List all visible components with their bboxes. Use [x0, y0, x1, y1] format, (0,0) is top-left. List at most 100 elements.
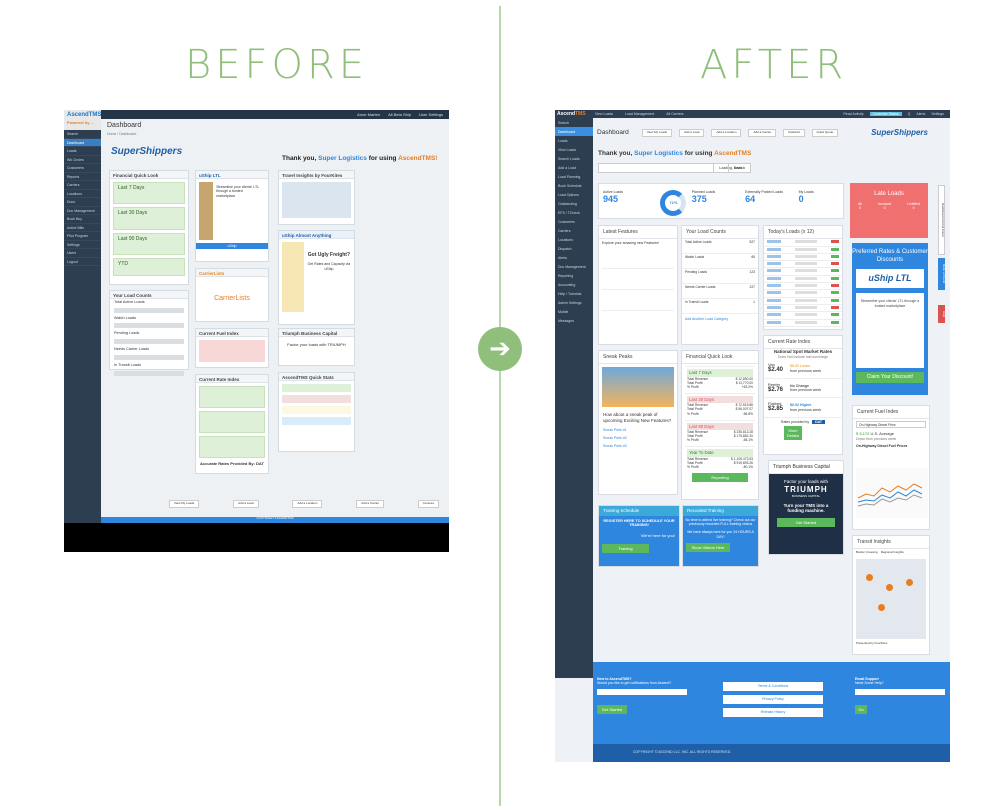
sidebar-item[interactable]: Customers	[558, 219, 575, 224]
user-name[interactable]: Anne Marten	[357, 112, 381, 117]
add-carrier-button[interactable]: Add a Carrier	[748, 129, 777, 137]
sidebar-item[interactable]: Reports	[64, 173, 101, 181]
sidebar-item[interactable]: Loads	[558, 138, 568, 143]
fastadd-button[interactable]: FastAdd	[783, 129, 805, 137]
user-settings-link[interactable]: User Settings	[418, 112, 443, 117]
search-icon[interactable]: Q	[907, 111, 911, 116]
todays-load-row[interactable]	[764, 320, 842, 327]
settings-icon[interactable]: Settings	[931, 111, 944, 116]
load-count-row[interactable]: Pending Loads	[110, 330, 188, 337]
add-category-link[interactable]: Add Another Load Category	[685, 317, 729, 322]
alerts-icon[interactable]: Alerts	[916, 111, 926, 116]
topnav-load-management[interactable]: Load Management	[625, 111, 655, 116]
tab-regional-insights[interactable]: Regional Insights	[880, 550, 904, 555]
todays-load-row[interactable]	[764, 268, 842, 276]
todays-load-row[interactable]	[764, 312, 842, 320]
sidebar-item[interactable]: Alerts	[558, 255, 567, 260]
terms-link[interactable]: Terms & Conditions	[723, 682, 823, 691]
sidebar-item[interactable]: Pilot Program	[64, 232, 101, 241]
claim-discount-button[interactable]: Claim Your Discount!	[856, 372, 924, 383]
add-load-button[interactable]: Add a Load	[233, 500, 259, 508]
load-count-row[interactable]: Watch Loads	[110, 315, 188, 322]
sidebar-item[interactable]: Help / Tutorials	[558, 291, 582, 296]
sidebar-item[interactable]: Doc Management	[558, 264, 586, 269]
sidebar-item[interactable]: Add a Load	[558, 165, 576, 170]
todays-load-row[interactable]	[764, 276, 842, 284]
training-button[interactable]: Training	[602, 544, 649, 554]
sidebar-item[interactable]: Load Options	[558, 192, 579, 197]
search-button[interactable]: Search	[727, 164, 750, 172]
sidebar-item[interactable]: Messages	[558, 318, 574, 323]
sidebar-item[interactable]: Reporting	[558, 273, 574, 278]
company-select[interactable]: All Beta Ship	[388, 112, 411, 117]
refer-friend-tab[interactable]: Refer a Friend	[938, 258, 946, 290]
us-map[interactable]	[856, 559, 926, 639]
invoices-button[interactable]: Invoices	[417, 500, 439, 508]
sneak-item[interactable]: Sneak Peek #3	[603, 444, 627, 449]
sidebar-item[interactable]: Carriers	[558, 228, 571, 233]
load-count-row[interactable]: Total Active Loads	[110, 299, 188, 306]
sidebar-item[interactable]: Book Schedule	[558, 183, 582, 188]
topnav-carriers[interactable]: All Carriers	[666, 111, 684, 116]
sidebar-item[interactable]: Users	[64, 249, 101, 258]
sidebar-item[interactable]: Locations	[558, 237, 573, 242]
sidebar-item[interactable]: Logout	[64, 258, 101, 266]
dashboard-control-panel-tab[interactable]: Dashboard Control Panel	[938, 185, 945, 255]
sidebar-item[interactable]: Book Buy	[64, 215, 101, 224]
sidebar-item[interactable]: Search	[558, 120, 570, 125]
sidebar-item[interactable]: Admin Settings	[558, 300, 582, 305]
search-input[interactable]: Loading, loads...Search	[598, 163, 751, 173]
sidebar-item[interactable]: Mobile	[558, 309, 569, 314]
todays-load-row[interactable]	[764, 298, 842, 305]
add-carrier-button[interactable]: Add a Carrier	[356, 500, 385, 508]
more-details-button[interactable]: More Details	[784, 426, 802, 441]
sidebar-item[interactable]: Docs	[64, 198, 101, 207]
quick-quote-button[interactable]: Quick Quote	[811, 129, 839, 137]
sneak-item[interactable]: Sneak Peek #1	[603, 427, 627, 432]
support-email-field[interactable]	[855, 688, 945, 695]
sidebar-item[interactable]: Loads	[64, 147, 101, 156]
fuel-select[interactable]: On-Highway Diesel Price	[856, 421, 926, 429]
show-videos-button[interactable]: Show Videos Here	[686, 543, 730, 553]
newsletter-email-field[interactable]	[597, 688, 687, 695]
sneak-item[interactable]: Sneak Peek #2	[603, 435, 627, 440]
sidebar-item[interactable]: Active Bills	[64, 224, 101, 232]
reporting-button[interactable]: Reporting	[692, 473, 748, 482]
get-started-button[interactable]: Get Started	[777, 517, 835, 527]
todays-load-row[interactable]	[764, 239, 842, 247]
add-location-button[interactable]: Add a Location	[292, 500, 323, 508]
load-count-row[interactable]: In Transit Loads	[110, 362, 188, 369]
release-history-link[interactable]: Release History	[723, 708, 823, 717]
sidebar-item[interactable]: View Loads	[558, 147, 577, 152]
read-activity[interactable]: Read Activity	[843, 111, 864, 116]
todays-load-row[interactable]	[764, 283, 842, 291]
sidebar-item[interactable]: Carriers	[64, 181, 101, 190]
sidebar-item[interactable]: Search	[64, 130, 101, 139]
view-my-loads-button[interactable]: View My Loads	[641, 129, 673, 137]
sidebar-item[interactable]: Load Planning	[558, 174, 581, 179]
sidebar-item[interactable]: Search Loads	[558, 156, 580, 161]
uship-promo[interactable]: Preferred Rates & Customer Discounts uSh…	[852, 243, 928, 395]
privacy-link[interactable]: Privacy Policy	[723, 695, 823, 704]
todays-load-row[interactable]	[764, 290, 842, 298]
customer-status-badge[interactable]: Customer Status	[869, 111, 902, 117]
after-logo[interactable]: AscendTMS	[557, 111, 586, 117]
sidebar-item[interactable]: Customers	[64, 164, 101, 173]
add-load-button[interactable]: Add a Load	[679, 129, 705, 137]
topnav-view-loads[interactable]: View Loads	[595, 111, 614, 116]
footer-get-started-button[interactable]: Get Started	[597, 704, 627, 714]
todays-load-row[interactable]	[764, 305, 842, 313]
sidebar-item[interactable]: Accounting	[558, 282, 576, 287]
sidebar-item[interactable]: EFS / TCheck	[558, 210, 580, 215]
